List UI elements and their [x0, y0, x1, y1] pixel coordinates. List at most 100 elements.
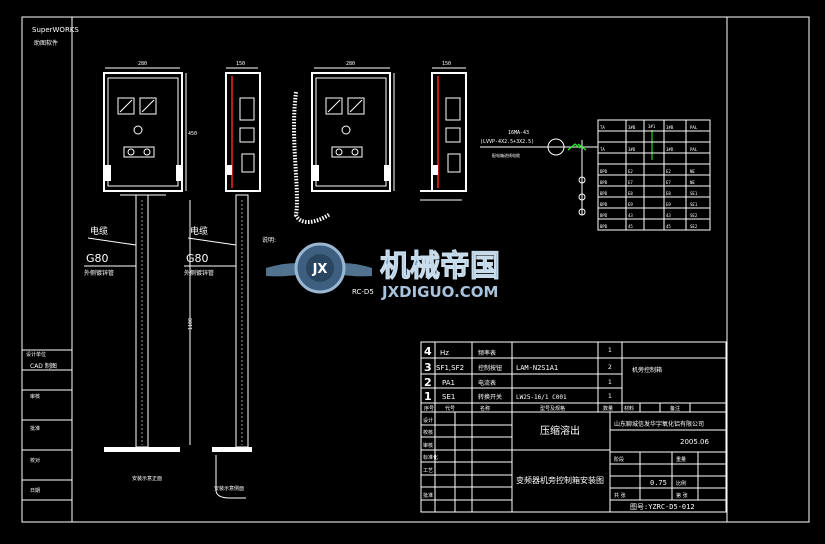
dim-height-pole: 1100 [188, 318, 194, 330]
schematic-cell: 3#D [628, 147, 636, 152]
pipe-desc-2: 外侧镀锌管 [184, 269, 214, 277]
part-no-4: 4 [424, 345, 432, 358]
tb-drawing-title: 变频器机旁控制箱安装图 [516, 475, 604, 485]
part-name-4: 频率表 [478, 349, 496, 357]
tb-sheet-no: 第 张 [676, 492, 688, 499]
pipe-desc-1: 外侧镀锌管 [84, 269, 114, 277]
watermark-en: JXDIGUO.COM [381, 283, 498, 301]
part-spec-1: LW25-16/1 C001 [516, 394, 567, 401]
part-code-4: Hz [440, 349, 449, 357]
tb-label-review: 审核 [423, 442, 433, 449]
schematic-cell: E2 [666, 169, 671, 174]
schematic-cell: SE2 [690, 213, 698, 218]
front-view-1: 280 450 安装示意正面 [103, 61, 197, 482]
schematic-cell: TA [600, 125, 605, 130]
dim-height-box: 450 [188, 131, 197, 137]
schematic-cell: 43 [628, 213, 633, 218]
watermark-badge: JX [312, 262, 328, 277]
side-view-1: 150 1100 安装示意侧面 [188, 61, 261, 499]
schematic-cell: BPD [600, 213, 608, 218]
flexible-conduit [292, 91, 332, 224]
schematic-cell: E9 [628, 202, 633, 207]
hdr-no: 序号 [424, 405, 434, 412]
schematic-cell: BPD [600, 202, 608, 207]
schematic-cell: 45 [628, 224, 633, 229]
watermark-tag: RC-D5 [352, 288, 374, 296]
strip-label-1: CAD 制图 [30, 362, 57, 370]
strip-label-3: 批准 [30, 425, 40, 432]
strip-label-0: 设计单位 [26, 351, 46, 358]
software-sub: 助图软件 [34, 39, 58, 47]
schematic-cell: SE1 [690, 202, 698, 207]
tb-project: 压缩溶出 [540, 424, 580, 437]
tb-weight: 重量 [676, 456, 686, 463]
schematic-cell: E7 [666, 180, 671, 185]
schematic-cell: NE [690, 169, 695, 174]
part-qty-2: 1 [608, 379, 612, 386]
schematic-cell: 3#B [666, 125, 674, 130]
schematic-cell: E9 [666, 202, 671, 207]
cable-spec-line1: 16MA-43 [508, 130, 529, 136]
label-front-install: 安装示意正面 [132, 475, 162, 482]
part-qty-3: 2 [608, 364, 612, 371]
tb-label-approve: 批准 [423, 492, 433, 499]
tb-label-design: 设计 [423, 417, 433, 424]
tb-date: 2005.06 [680, 438, 709, 446]
tb-company: 山东聊城信发华宇氧化铝有限公司 [614, 420, 704, 428]
schematic-cell: TA [600, 147, 605, 152]
tb-label-standard: 标准化 [423, 454, 438, 461]
part-name-2: 电流表 [478, 379, 496, 387]
hdr-name: 名称 [480, 405, 490, 412]
parts-list: 4 Hz 频率表 1 3 SF1,SF2 控制按钮 LAM-N2S1A1 2 机… [420, 341, 727, 413]
strip-label-5: 日期 [30, 488, 40, 494]
hdr-note: 备注 [670, 405, 680, 412]
schematic-cell: E2 [628, 169, 633, 174]
part-no-2: 2 [424, 376, 432, 389]
schematic-cell: BPD [600, 224, 608, 229]
strip-label-4: 校对 [30, 457, 40, 464]
cable-label-2: 电缆 [190, 225, 208, 237]
base-plate-front [104, 447, 180, 452]
cable-spec-line3: 配电箱进线电缆 [492, 152, 520, 158]
dim-width-front: 280 [138, 61, 147, 67]
dim-width-side: 150 [236, 61, 245, 67]
cabinet-door [107, 77, 179, 187]
note-label: 说明: [262, 236, 276, 244]
schematic-cell: SE1 [690, 191, 698, 196]
schematic-cell: SE2 [690, 224, 698, 229]
part-qty-1: 1 [608, 393, 612, 400]
schematic-cell: 3#B [628, 125, 636, 130]
part-name-3: 控制按钮 [478, 364, 502, 372]
button-panel [123, 146, 155, 158]
tb-label-check: 校核 [423, 429, 433, 436]
pipe-code-2: G80 [186, 252, 209, 265]
cable-spec-line2: (LVVP-4X2.5+3X2.5) [480, 139, 534, 145]
dim-width-front2: 280 [346, 61, 355, 67]
schematic-cell: E8 [666, 191, 671, 196]
meter-frequency [117, 97, 135, 115]
part-note-3: 机旁控制箱 [632, 366, 662, 374]
label-side-install: 安装示意侧面 [214, 485, 244, 492]
schematic-cell: PAL [690, 147, 698, 152]
part-spec-3: LAM-N2S1A1 [516, 364, 558, 372]
pipe-code-1: G80 [86, 252, 109, 265]
schematic-cell: E8 [628, 191, 633, 196]
cabinet-front [103, 72, 183, 192]
schematic-cell: NE [690, 180, 695, 185]
part-no-3: 3 [424, 361, 432, 374]
schematic-cell: PAL [690, 125, 698, 130]
tb-sheets: 共 张 [614, 492, 626, 499]
tb-label-process: 工艺 [423, 468, 433, 474]
cable-spec: 16MA-43 (LVVP-4X2.5+3X2.5) 配电箱进线电缆 [480, 130, 598, 216]
watermark: JX RC-D5 机械帝国 JXDIGUO.COM [266, 242, 501, 301]
meter-current [139, 97, 157, 115]
hdr-qty: 数量 [603, 405, 613, 412]
left-strip: 设计单位 CAD 制图 审核 批准 校对 日期 [22, 349, 72, 501]
side-view-2: 150 [420, 61, 467, 201]
schematic-cell: 3#D [666, 147, 674, 152]
hdr-spec: 型号及规格 [540, 405, 565, 412]
front-view-2: 280 [292, 61, 395, 224]
part-qty-4: 1 [608, 347, 612, 354]
